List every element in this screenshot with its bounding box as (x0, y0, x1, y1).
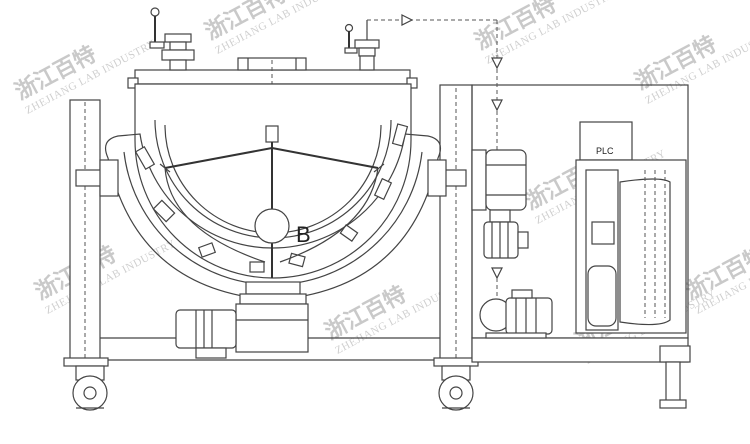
agitator (159, 125, 385, 278)
detail-b-callout: B (254, 208, 311, 247)
agitator-motor (175, 309, 237, 349)
circulation-pump (479, 278, 553, 339)
plc-label: PLC (596, 146, 614, 156)
left-lid-valve (149, 7, 195, 71)
right-foot-plate (433, 357, 479, 367)
tilt-gearbox (471, 149, 529, 259)
detail-b-label: B (296, 222, 311, 247)
bottom-drive (175, 281, 309, 359)
tilt-motor (483, 221, 519, 259)
control-cabinet-frame (471, 84, 691, 409)
plc-control-cabinet: PLC (575, 121, 687, 334)
right-caster (438, 365, 474, 411)
plc-display (579, 121, 633, 161)
left-caster (72, 365, 108, 411)
piping-line (367, 14, 503, 280)
left-foot-plate (63, 357, 109, 367)
kettle-lid (127, 57, 418, 128)
right-lid-valve (344, 20, 380, 71)
left-support-frame (63, 84, 479, 367)
